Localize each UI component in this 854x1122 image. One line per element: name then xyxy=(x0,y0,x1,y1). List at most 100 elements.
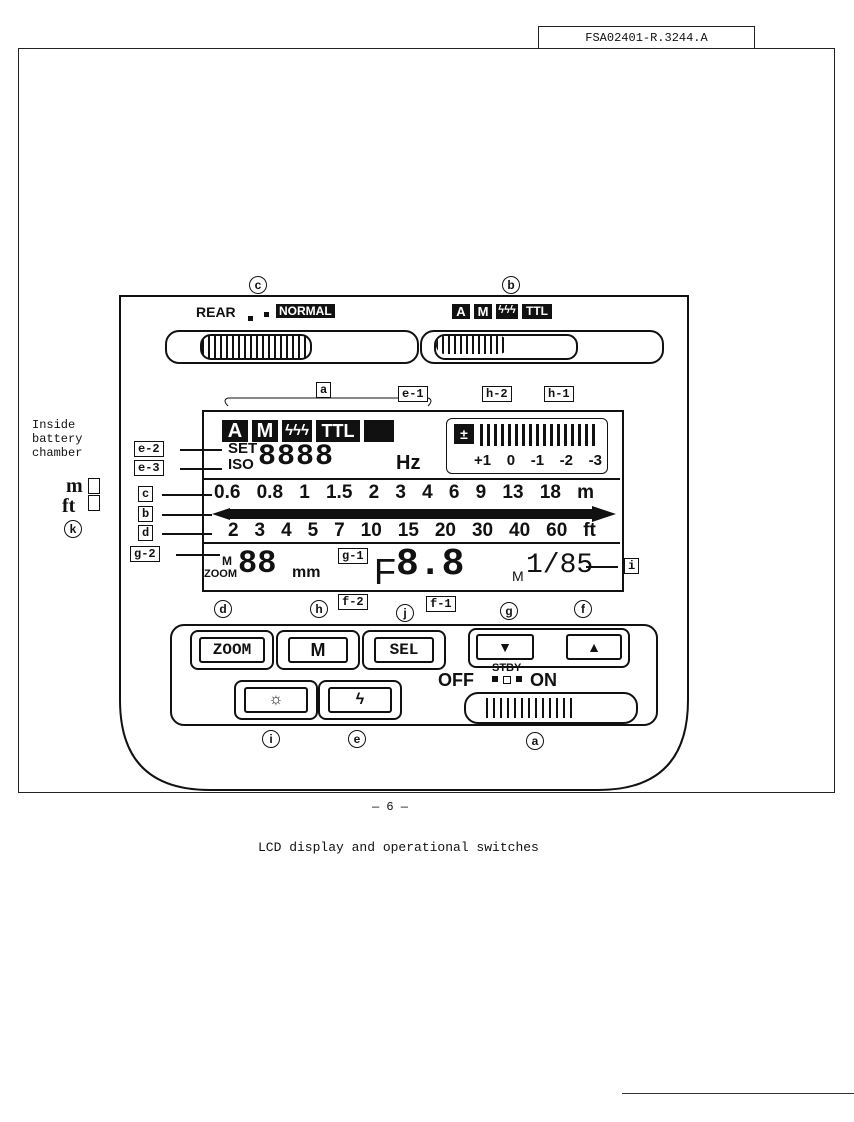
meter-value: 6 xyxy=(448,482,460,503)
power-switch-knob[interactable] xyxy=(486,698,576,718)
rear-label: REAR xyxy=(196,304,236,320)
feet-value: 7 xyxy=(334,520,345,541)
ev-label: +1 xyxy=(474,452,492,469)
feet-scale-row: 2 3 4 5 7 10 15 20 30 40 60 ft xyxy=(228,520,596,542)
flash-mode-labels: A M ϟϟϟ TTL xyxy=(452,304,552,319)
feet-value: 60 xyxy=(546,520,568,541)
arrow-i xyxy=(586,566,618,568)
unit-ft-label: ft xyxy=(62,495,76,517)
footer-rule xyxy=(622,1093,854,1094)
ev-scale-box xyxy=(446,418,608,474)
arrow-g2 xyxy=(176,554,220,556)
lcd-mode-ttl: TTL xyxy=(316,420,360,442)
lcd-mode-multi: ϟϟϟ xyxy=(282,420,312,442)
figure-caption: LCD display and operational switches xyxy=(258,840,539,855)
lcd-divider-bottom xyxy=(204,542,620,544)
power-on-label: ON xyxy=(530,670,557,690)
tag-i: i xyxy=(624,558,640,574)
arrow-b xyxy=(162,514,212,516)
tag-h1: h-1 xyxy=(544,386,574,402)
power-dot xyxy=(492,676,498,682)
zoom-digits: 88 xyxy=(238,545,277,582)
ev-label: -3 xyxy=(588,452,602,469)
power-switch[interactable] xyxy=(464,692,638,724)
battery-chamber-note: Inside battery chamber xyxy=(32,418,82,460)
feet-value: 4 xyxy=(281,520,292,541)
zoom-m-label: M xyxy=(222,554,232,568)
page-number: — 6 — xyxy=(372,800,409,814)
meter-value: 1 xyxy=(299,482,310,503)
lcd-mode-a: A xyxy=(222,420,248,442)
normal-label: NORMAL xyxy=(276,304,335,318)
lcd-mode-m: M xyxy=(252,420,278,442)
note-line-1: Inside xyxy=(32,418,76,432)
lamp-button[interactable]: ☼ xyxy=(234,680,318,720)
arrow-d xyxy=(162,533,212,535)
flash-mode-knob[interactable] xyxy=(436,336,508,354)
meter-value: 4 xyxy=(422,482,433,503)
tag-b: b xyxy=(138,506,154,522)
lcd-display xyxy=(202,410,624,592)
tag-a: a xyxy=(316,382,332,398)
arrow-e2 xyxy=(180,449,222,451)
tag-f2: f-2 xyxy=(338,594,368,610)
power-dot xyxy=(503,676,511,684)
tag-e1: e-1 xyxy=(398,386,428,402)
label-e: e xyxy=(348,730,366,748)
feet-value: 40 xyxy=(509,520,531,541)
mode-ttl-label: TTL xyxy=(522,304,552,319)
select-button[interactable]: SEL xyxy=(362,630,446,670)
flash-icon: ϟ xyxy=(328,687,392,713)
lcd-mode-row: A M ϟϟϟ TTL xyxy=(222,420,394,442)
tag-e2: e-2 xyxy=(134,441,164,457)
lcd-iso-label: ISO xyxy=(228,456,254,473)
note-line-2: battery xyxy=(32,432,83,446)
power-stby-label: STBY xyxy=(492,662,522,674)
shutter-m-label: M xyxy=(512,568,524,584)
label-h: h xyxy=(310,600,328,618)
manual-button[interactable]: M xyxy=(276,630,360,670)
lcd-set-label: SET xyxy=(228,440,258,457)
tag-h2: h-2 xyxy=(482,386,512,402)
meter-value: 18 xyxy=(539,482,561,503)
meter-value: 3 xyxy=(395,482,406,503)
unit-switch-icon xyxy=(88,478,100,494)
label-f: f xyxy=(574,600,592,618)
feet-value: 3 xyxy=(254,520,266,541)
label-b: b xyxy=(502,276,520,294)
page-frame xyxy=(18,48,835,793)
mode-a-label: A xyxy=(452,304,470,319)
lcd-iso-digits: 8888 xyxy=(258,440,335,474)
document-id: FSA02401-R.3244.A xyxy=(538,26,755,49)
flash-test-button[interactable]: ϟ xyxy=(318,680,402,720)
arrow-c xyxy=(162,494,212,496)
zoom-button[interactable]: ZOOM xyxy=(190,630,274,670)
spacer xyxy=(342,826,346,830)
unit-m-label: m xyxy=(66,475,83,497)
tag-g1: g-1 xyxy=(338,548,368,564)
rear-indicator xyxy=(248,316,253,321)
ev-label: -1 xyxy=(530,452,545,469)
power-off-label: OFF xyxy=(438,670,474,690)
lcd-auto-icon xyxy=(364,420,394,442)
mode-m-label: M xyxy=(474,304,492,319)
sync-slider-knob[interactable] xyxy=(200,334,312,360)
sync-mode-slider[interactable] xyxy=(165,330,419,364)
meter-value: 0.6 xyxy=(214,482,241,503)
normal-indicator xyxy=(264,312,269,317)
aperture-f-label: F xyxy=(374,551,396,592)
tag-e3: e-3 xyxy=(134,460,164,476)
meter-value: 0.8 xyxy=(256,482,284,503)
note-line-3: chamber xyxy=(32,446,83,460)
flash-mode-slider[interactable] xyxy=(420,330,664,364)
aperture-digits: 8.8 xyxy=(396,543,465,586)
label-k: k xyxy=(64,520,82,538)
feet-value: 15 xyxy=(397,520,419,541)
ev-label: -2 xyxy=(559,452,574,469)
up-button[interactable]: ▲ xyxy=(566,634,622,660)
flash-mode-track xyxy=(434,334,578,360)
feet-value: 2 xyxy=(228,520,239,541)
ev-compensation-icon: ± xyxy=(454,424,474,444)
down-button[interactable]: ▼ xyxy=(476,634,534,660)
